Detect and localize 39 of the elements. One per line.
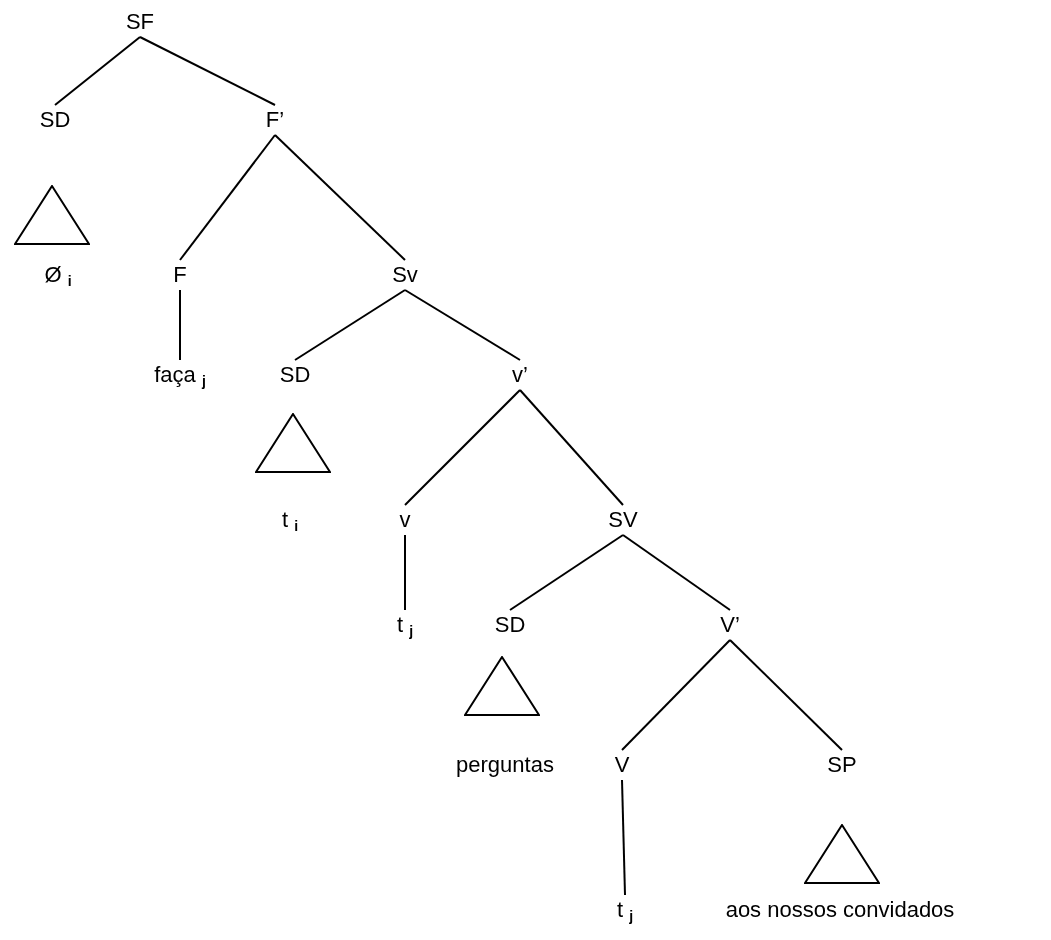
node-label: F’ <box>265 107 285 133</box>
tree-branch-line <box>179 134 276 261</box>
node-label: aos nossos convidados <box>725 897 955 923</box>
node-label: SV <box>608 507 638 533</box>
tree-branch-line <box>404 534 406 611</box>
node-label: v’ <box>512 362 528 388</box>
node-label: SF <box>125 9 155 35</box>
triangle-roof <box>464 656 540 716</box>
tree-branch-line <box>519 389 624 506</box>
node-label: t $_{i}$ <box>281 507 299 533</box>
tree-branch-line <box>274 134 406 261</box>
node-label: SD <box>494 612 526 638</box>
tree-branch-line <box>509 534 624 611</box>
node-label: v <box>399 507 411 533</box>
tree-branch-line <box>729 639 843 751</box>
tree-branch-line <box>294 289 406 361</box>
node-label: V’ <box>720 612 740 638</box>
tree-branch-line <box>404 289 521 361</box>
node-label: SD <box>39 107 71 133</box>
node-label: Sv <box>392 262 418 288</box>
triangle-roof <box>255 413 331 473</box>
tree-branch-line <box>404 389 521 506</box>
tree-branch-line <box>621 639 731 751</box>
node-label: SD <box>279 362 311 388</box>
node-label: Ø $_{i}$ <box>44 262 72 288</box>
node-label: F <box>173 262 187 288</box>
node-label: faça $_{j}$ <box>154 362 206 388</box>
tree-branch-line <box>179 289 181 361</box>
triangle-roof <box>804 824 880 884</box>
tree-branch-line <box>622 534 731 611</box>
node-label: t $_{j}$ <box>396 612 414 638</box>
tree-branch-line <box>54 36 141 106</box>
tree-branch-line <box>139 36 276 106</box>
node-label: SP <box>827 752 857 778</box>
node-label: t $_{j}$ <box>616 897 634 923</box>
node-label: perguntas <box>456 752 554 778</box>
node-label: V <box>614 752 630 778</box>
tree-branch-line <box>621 779 626 896</box>
triangle-roof <box>14 185 90 245</box>
